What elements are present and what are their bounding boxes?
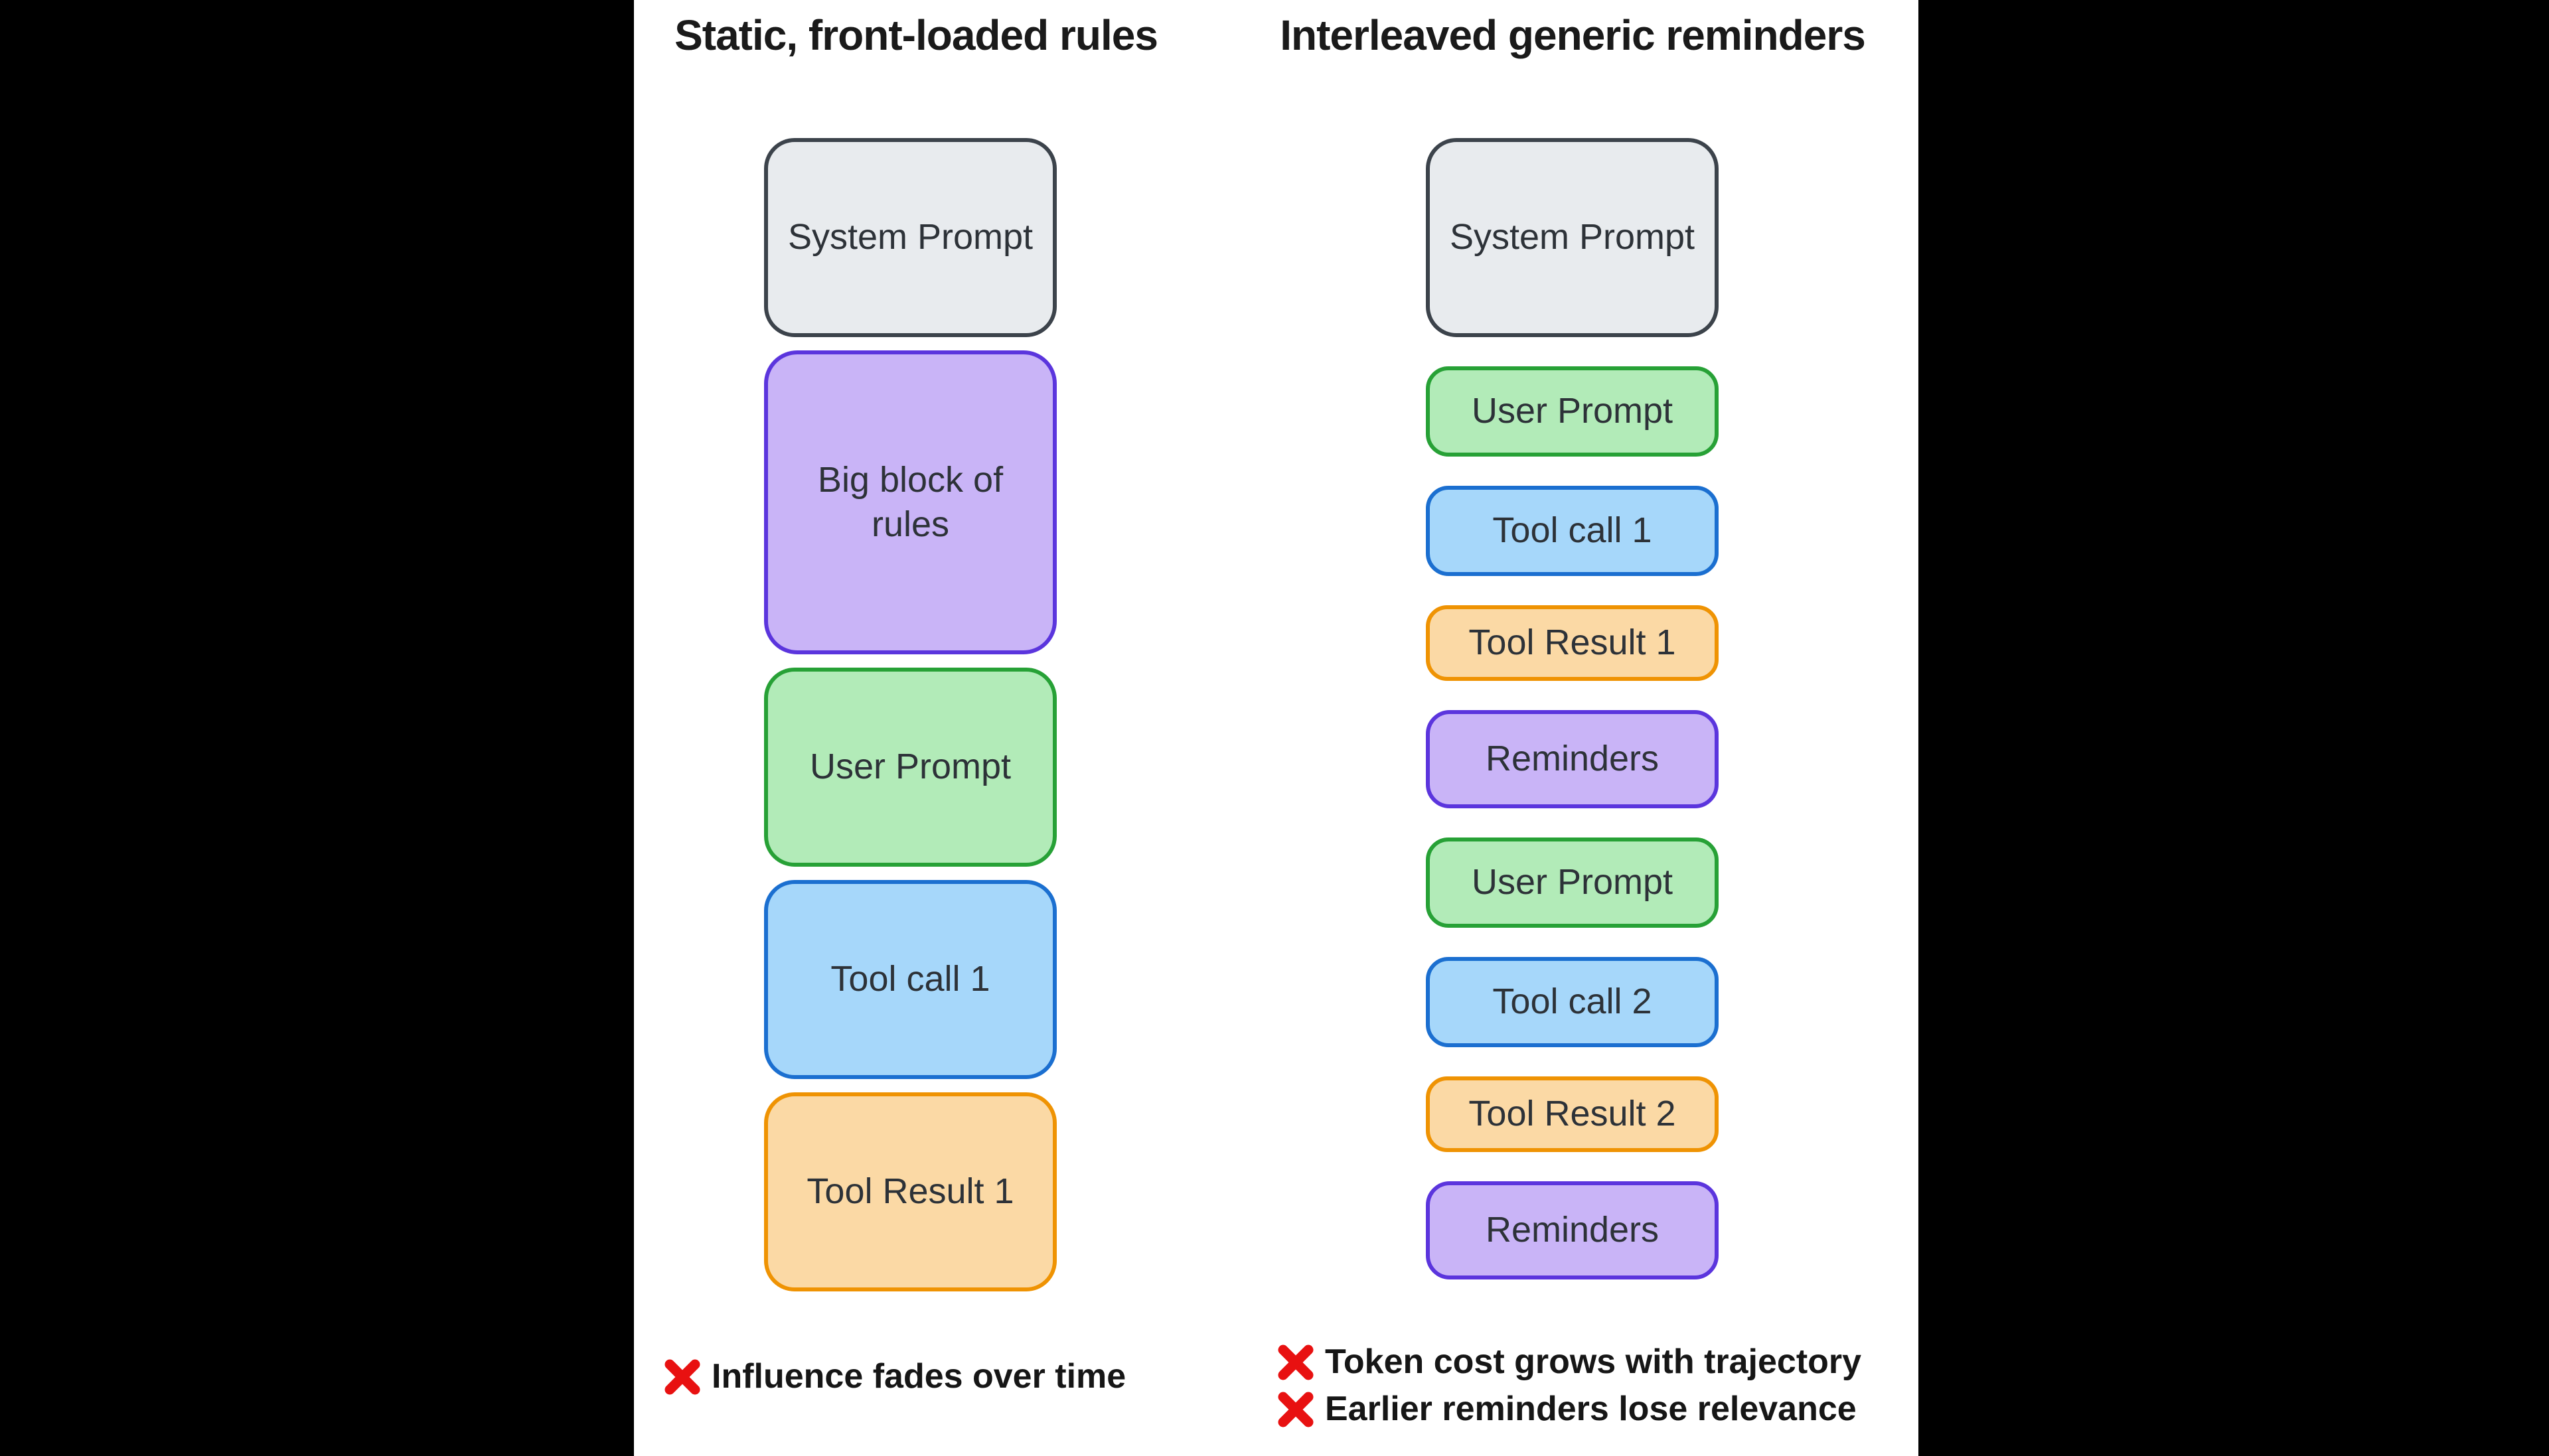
box-label: Tool call 1 xyxy=(1492,510,1652,551)
box-user-prompt: User Prompt xyxy=(1426,837,1719,928)
red-x-icon xyxy=(1278,1392,1314,1427)
box-tool-call-1: Tool call 1 xyxy=(764,880,1057,1079)
box-system-prompt: System Prompt xyxy=(764,138,1057,337)
note-item: Earlier reminders lose relevance xyxy=(1277,1390,1861,1428)
box-tool-call-1: Tool call 1 xyxy=(1426,486,1719,576)
box-label: Reminders xyxy=(1485,739,1660,779)
box-label: Big block of rules xyxy=(817,459,1004,545)
box-label: Reminders xyxy=(1485,1210,1660,1250)
box-tool-call-2: Tool call 2 xyxy=(1426,957,1719,1047)
box-label: Tool Result 1 xyxy=(1468,622,1676,663)
box-label: User Prompt xyxy=(1471,862,1673,903)
red-x-icon xyxy=(664,1359,700,1395)
box-label: User Prompt xyxy=(809,747,1012,787)
box-label: Tool Result 1 xyxy=(807,1171,1014,1212)
box-reminders: Reminders xyxy=(1426,710,1719,808)
box-tool-result-1: Tool Result 1 xyxy=(1426,605,1719,681)
box-reminders: Reminders xyxy=(1426,1181,1719,1279)
note-item: Token cost grows with trajectory xyxy=(1277,1343,1861,1381)
column-title-static: Static, front-loaded rules xyxy=(674,11,1158,59)
box-label: System Prompt xyxy=(1449,217,1695,257)
box-label: User Prompt xyxy=(1471,391,1673,431)
box-system-prompt: System Prompt xyxy=(1426,138,1719,337)
box-user-prompt: User Prompt xyxy=(764,668,1057,867)
box-tool-result-1: Tool Result 1 xyxy=(764,1092,1057,1291)
note-text: Influence fades over time xyxy=(712,1357,1126,1396)
red-x-icon xyxy=(1278,1345,1314,1380)
note-text: Earlier reminders lose relevance xyxy=(1325,1390,1857,1429)
box-label: System Prompt xyxy=(787,217,1034,257)
box-tool-result-2: Tool Result 2 xyxy=(1426,1076,1719,1152)
box-big-block-of-rules: Big block of rules xyxy=(764,350,1057,654)
box-label: Tool call 1 xyxy=(830,959,990,999)
box-label: Tool call 2 xyxy=(1492,982,1652,1022)
note-item: Influence fades over time xyxy=(664,1357,1126,1396)
box-label: Tool Result 2 xyxy=(1468,1094,1676,1134)
note-text: Token cost grows with trajectory xyxy=(1325,1343,1862,1381)
column-title-interleaved: Interleaved generic reminders xyxy=(1280,11,1866,59)
box-user-prompt: User Prompt xyxy=(1426,366,1719,457)
notes-static: Influence fades over time xyxy=(664,1357,1126,1396)
